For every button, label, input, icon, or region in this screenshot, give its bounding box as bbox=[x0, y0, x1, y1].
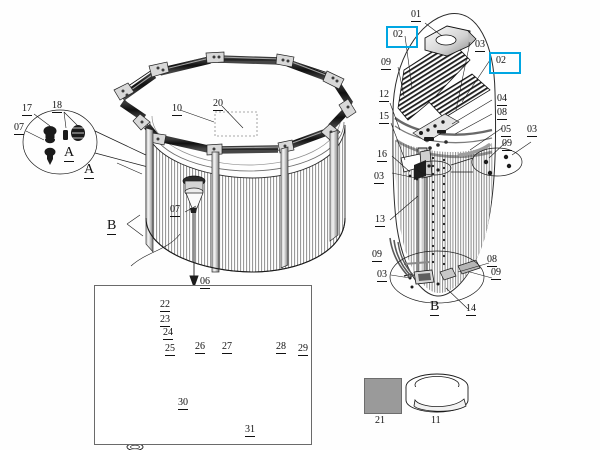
label-27: 27 bbox=[222, 341, 232, 354]
arrow-to-inset bbox=[189, 213, 199, 289]
main-pool-assembly bbox=[113, 51, 357, 273]
seam-dots bbox=[431, 156, 446, 266]
label-09-lower-right: 09 bbox=[491, 267, 501, 280]
label-20: 20 bbox=[213, 98, 223, 111]
label-24: 24 bbox=[163, 327, 173, 340]
label-29: 29 bbox=[298, 343, 308, 356]
label-09-right: 09 bbox=[502, 138, 512, 151]
inset-filter-box bbox=[94, 285, 312, 445]
label-08-top: 08 bbox=[497, 107, 507, 120]
region-20-marker bbox=[214, 111, 258, 137]
label-02-right: 02 bbox=[496, 55, 506, 66]
label-26: 26 bbox=[195, 341, 205, 354]
label-05: 05 bbox=[501, 124, 511, 137]
label-18: 18 bbox=[52, 100, 62, 113]
label-03-left: 03 bbox=[374, 171, 384, 184]
label-07-detail: 07 bbox=[14, 122, 24, 135]
wall-posts bbox=[145, 127, 339, 273]
label-15: 15 bbox=[379, 111, 389, 124]
label-06-arrow: 06 bbox=[200, 276, 210, 289]
detail-circle-a bbox=[22, 109, 149, 175]
right-skimmer bbox=[400, 149, 433, 181]
label-31: 31 bbox=[245, 424, 255, 437]
label-25: 25 bbox=[165, 343, 175, 356]
callout-letter-a-pool: A bbox=[84, 162, 95, 179]
label-28: 28 bbox=[276, 341, 286, 354]
label-01: 01 bbox=[411, 9, 421, 22]
label-17: 17 bbox=[22, 103, 32, 116]
highlight-box-02-right[interactable] bbox=[489, 52, 521, 74]
callout-letter-b-pool: B bbox=[107, 218, 117, 235]
top-rail-octagon bbox=[113, 51, 357, 156]
label-14: 14 bbox=[466, 303, 476, 316]
label-22: 22 bbox=[160, 299, 170, 312]
label-03-right: 03 bbox=[527, 124, 537, 137]
label-12: 12 bbox=[379, 89, 389, 102]
label-23: 23 bbox=[160, 314, 170, 327]
caption-11: 11 bbox=[431, 415, 441, 426]
label-13: 13 bbox=[375, 214, 385, 227]
label-09-lower-left: 09 bbox=[372, 249, 382, 262]
part-11-tape-roll bbox=[405, 373, 469, 413]
label-02-left: 02 bbox=[393, 29, 403, 40]
detail-oval-b bbox=[389, 250, 485, 304]
bottom-foot bbox=[403, 269, 440, 289]
part-21-swatch bbox=[364, 378, 402, 414]
label-30: 30 bbox=[178, 397, 188, 410]
label-04: 04 bbox=[497, 93, 507, 106]
right-pool-detail bbox=[389, 13, 532, 310]
highlight-box-02-left[interactable] bbox=[386, 26, 418, 48]
caption-21: 21 bbox=[375, 415, 385, 426]
skimmer-fitting bbox=[182, 175, 206, 213]
label-10: 10 bbox=[172, 103, 182, 116]
label-07-pool: 07 bbox=[170, 204, 180, 217]
callout-letter-a-detail: A bbox=[64, 145, 75, 162]
label-03-bottom: 03 bbox=[377, 269, 387, 282]
label-16: 16 bbox=[377, 149, 387, 162]
label-03-top: 03 bbox=[475, 39, 485, 52]
label-09-upper-left: 09 bbox=[381, 57, 391, 70]
label-08-bottom: 08 bbox=[487, 254, 497, 267]
callout-letter-b-right: B bbox=[430, 299, 440, 316]
fitting-strip bbox=[412, 113, 460, 150]
